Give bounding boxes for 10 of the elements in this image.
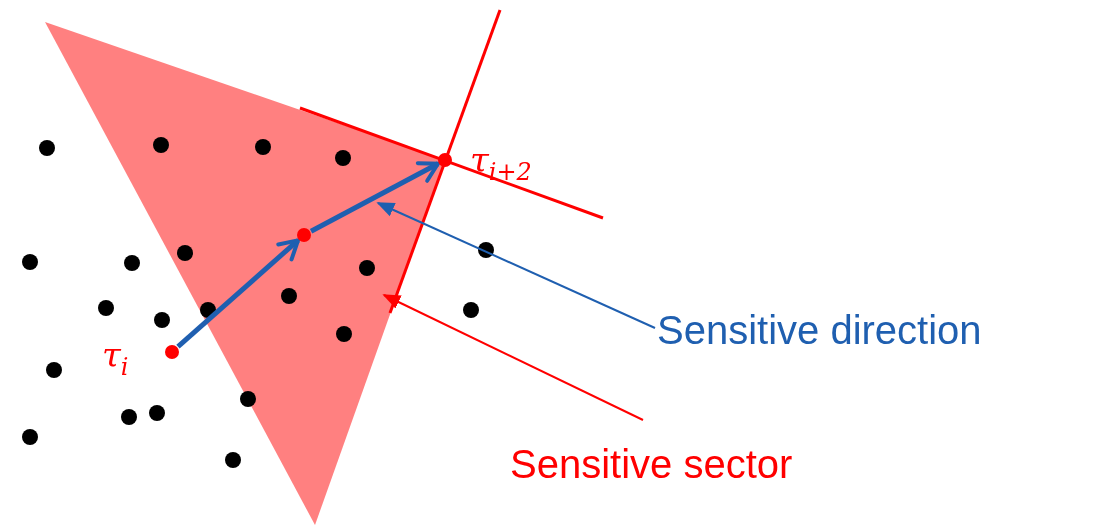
arrow (176, 238, 300, 349)
arrow (309, 161, 440, 234)
leader-line (376, 202, 656, 329)
annotation-text: Sensitive sector (510, 440, 793, 488)
point-label: τ$_{i+2}$ (470, 140, 532, 186)
leader-line (382, 294, 644, 421)
point-dot (438, 153, 452, 167)
annotation-text: Sensitive direction (657, 306, 982, 354)
point-label: τ$_{i}$ (102, 335, 129, 381)
point-dot (165, 345, 179, 359)
